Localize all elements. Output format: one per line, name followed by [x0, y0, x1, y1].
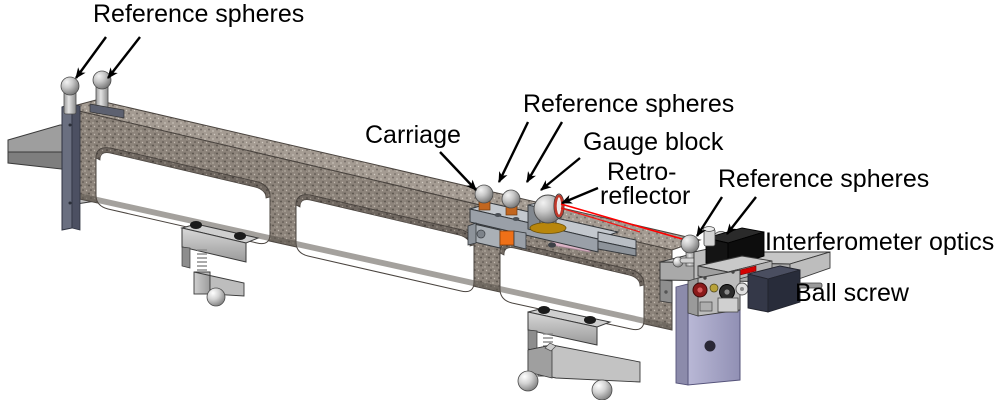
sphere-mount-plate-left	[89, 103, 125, 119]
arrow-ref-right-2	[726, 196, 757, 235]
label-ref-spheres-mid: Reference spheres	[523, 90, 734, 118]
reference-sphere-carriage-2	[501, 189, 521, 216]
arrow-retro	[560, 186, 599, 205]
support-clamp-1	[180, 221, 260, 307]
carriage-assembly	[467, 184, 637, 257]
label-retro-line2: reflector	[600, 182, 690, 210]
arrow-ref-mid-1	[497, 121, 530, 183]
arrow-gauge-block	[540, 157, 581, 191]
arrow-carriage	[439, 151, 477, 191]
arrow-ref-mid-2	[525, 121, 564, 183]
support-clamp-2	[517, 306, 641, 400]
label-ref-spheres-left: Reference spheres	[93, 0, 304, 28]
leader-arrows	[75, 36, 757, 237]
ball-screw-shaft	[797, 282, 823, 289]
end-plate	[61, 103, 81, 231]
kinematic-foot-sphere	[591, 379, 613, 400]
label-ref-spheres-right: Reference spheres	[718, 165, 929, 193]
label-interferometer: Interferometer optics	[765, 228, 994, 256]
laser-beam-return	[560, 207, 641, 233]
label-carriage: Carriage	[365, 121, 461, 149]
label-retro-line1: Retro-	[607, 158, 676, 186]
reference-sphere-left-1	[60, 76, 80, 115]
arrow-ref-right-1	[695, 196, 724, 237]
ball-screw-motor	[747, 265, 823, 313]
interferometer-optics	[687, 226, 773, 317]
retroreflector-mount	[529, 222, 567, 234]
laser-beam	[560, 203, 697, 244]
kinematic-foot-sphere	[517, 370, 539, 392]
kinematic-foot-sphere	[206, 287, 226, 307]
label-gauge-block: Gauge block	[583, 128, 724, 156]
reference-sphere-carriage-1	[474, 184, 494, 211]
arrow-ref-left-2	[107, 36, 141, 79]
carriage-orange-indicator	[499, 230, 515, 246]
label-ball-screw: Ball screw	[795, 279, 910, 307]
arrow-ref-left-1	[75, 36, 107, 79]
